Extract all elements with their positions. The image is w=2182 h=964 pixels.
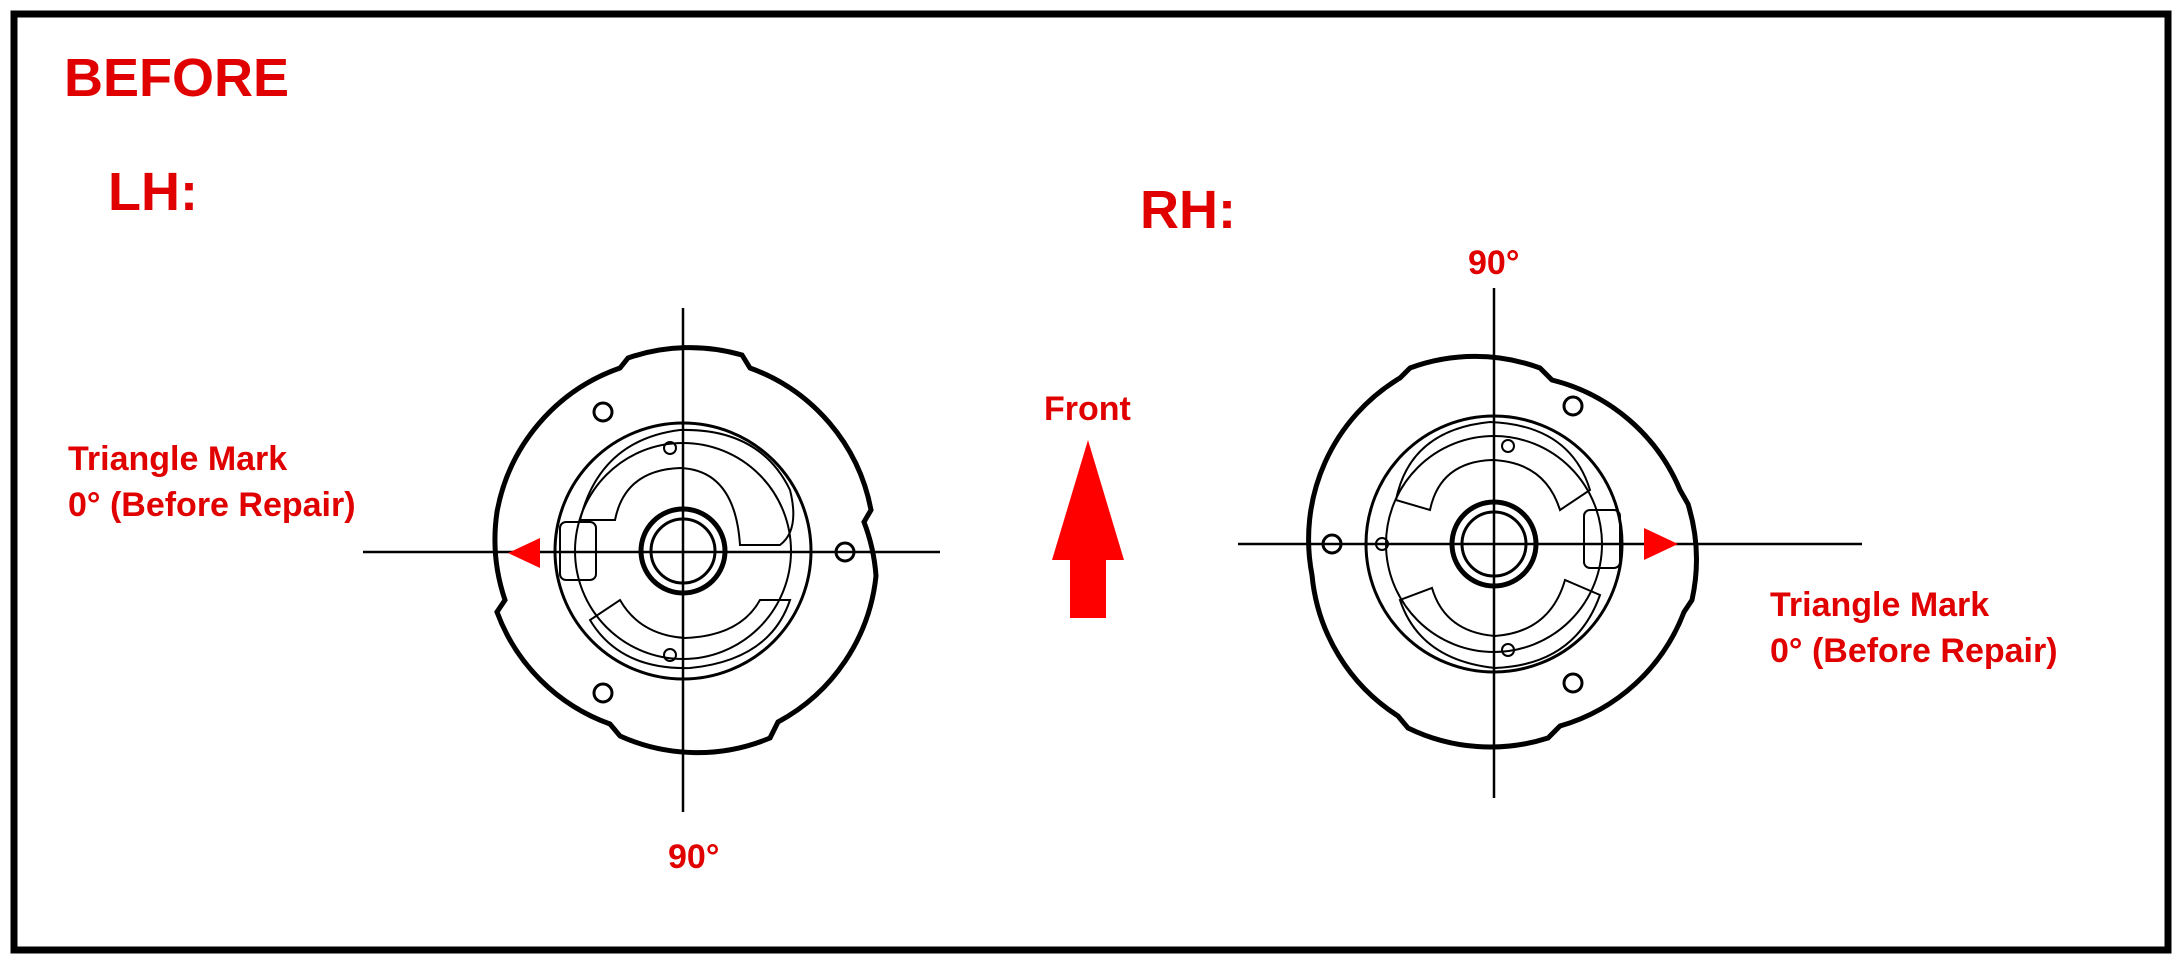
before-title: BEFORE [64, 48, 289, 108]
lh-pulley-outer-body [492, 345, 879, 756]
rh-pulley-bolt-hole [1562, 395, 1584, 417]
lh-pulley-chamber-lower [588, 598, 792, 670]
diagram-frame [10, 10, 2172, 954]
rh-before-repair-label: 0° (Before Repair) [1770, 632, 2058, 670]
rh-camshaft-pulley [1238, 288, 1862, 798]
front-direction-label: Front [1044, 390, 1131, 428]
lh-pulley-pin-hole [663, 441, 677, 455]
rh-pulley-pin-hole [1501, 643, 1515, 657]
lh-pulley-pin-hole [663, 648, 677, 662]
lh-triangle-mark-icon [508, 538, 540, 568]
lh-pulley-chamber-upper [578, 428, 795, 546]
lh-camshaft-pulley [363, 308, 940, 812]
lh-before-repair-label: 0° (Before Repair) [68, 486, 356, 524]
lh-triangle-mark-label: Triangle Mark [68, 440, 287, 478]
rh-pulley-outer-body [1306, 353, 1699, 750]
lh-pulley-bolt-hole [592, 401, 614, 423]
rh-triangle-mark-label: Triangle Mark [1770, 586, 1989, 624]
rh-pulley-pin-hole [1501, 439, 1515, 453]
rh-pulley-chamber-lower [1398, 578, 1602, 670]
rh-pulley-bolt-hole [1562, 672, 1584, 694]
front-arrow-icon [1052, 440, 1124, 618]
rh-triangle-mark-icon [1644, 528, 1678, 560]
lh-90-degree-label: 90° [668, 838, 719, 876]
rh-pulley-chamber-upper [1394, 420, 1592, 512]
rh-90-degree-label: 90° [1468, 244, 1519, 282]
lh-pulley-bolt-hole [592, 682, 614, 704]
rh-side-label: RH: [1140, 180, 1236, 240]
rh-pulley-slot-right [1583, 509, 1621, 569]
lh-side-label: LH: [108, 162, 198, 222]
